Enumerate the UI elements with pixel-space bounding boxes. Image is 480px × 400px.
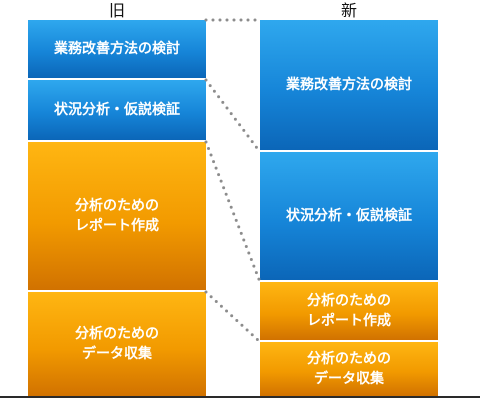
connector-report-data: [204, 290, 262, 344]
old-column-title: 旧: [108, 1, 125, 20]
new-block-analysis: 状況分析・仮説検証: [260, 152, 438, 280]
connector-analysis-report: [204, 140, 262, 284]
new-block-report: 分析のための レポート作成: [260, 282, 438, 340]
connector-review-analysis: [204, 78, 262, 154]
baseline: [0, 396, 480, 398]
new-block-data-collection: 分析のための データ収集: [260, 342, 438, 396]
old-block-analysis: 状況分析・仮説検証: [28, 80, 206, 140]
old-block-data-collection: 分析のための データ収集: [28, 292, 206, 396]
new-block-review: 業務改善方法の検討: [260, 20, 438, 150]
old-block-review: 業務改善方法の検討: [28, 20, 206, 78]
new-column-title: 新: [340, 1, 357, 20]
old-block-report: 分析のための レポート作成: [28, 142, 206, 290]
